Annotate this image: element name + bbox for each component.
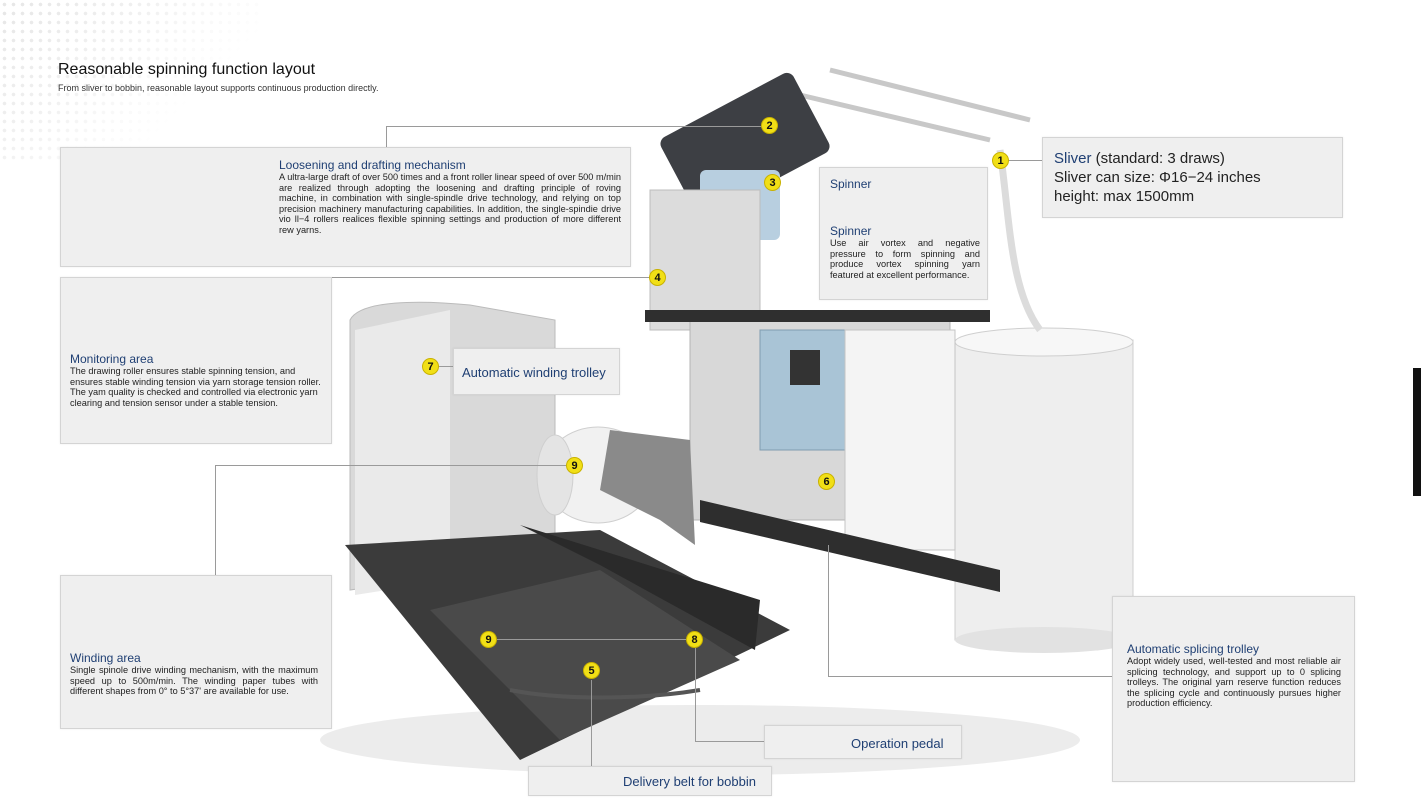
- splicing-trolley-text: Adopt widely used, well-tested and most …: [1127, 656, 1341, 709]
- operation-pedal-label: Operation pedal: [851, 736, 944, 751]
- leader-line-1: [1008, 160, 1044, 161]
- bobbin-end: [536, 434, 574, 516]
- belt-rail: [520, 525, 760, 650]
- winding-area-text: Single spinole drive winding mechanism, …: [70, 665, 318, 697]
- badge-5: 5: [583, 662, 600, 679]
- leader-line-6: [828, 545, 829, 676]
- belt-surface: [430, 570, 740, 740]
- operation-pedal-callout: Operation pedal: [764, 725, 962, 759]
- support-beam: [700, 500, 1000, 592]
- loosening-drafting-callout: Loosening and drafting mechanism A ultra…: [60, 147, 631, 267]
- sliver-can-top: [954, 327, 1134, 357]
- badge-6: 6: [818, 473, 835, 490]
- monitoring-area-title: Monitoring area: [70, 352, 154, 366]
- leader-line-8: [497, 639, 687, 640]
- spinner-label: Spinner: [830, 177, 872, 191]
- top-beam: [645, 310, 990, 322]
- badge-7: 7: [422, 358, 439, 375]
- leader-line-8: [695, 741, 765, 742]
- leader-line-6: [828, 676, 1112, 677]
- badge-9-top: 9: [566, 457, 583, 474]
- spinner-title: Spinner: [830, 224, 872, 238]
- guide-rail: [829, 67, 1031, 123]
- sliver-standard: (standard: 3 draws): [1091, 150, 1225, 167]
- sliver-callout: Sliver (standard: 3 draws) Sliver can si…: [1042, 137, 1343, 218]
- side-cover: [844, 329, 956, 551]
- badge-1: 1: [992, 152, 1009, 169]
- page-subtitle: From sliver to bobbin, reasonable layout…: [58, 83, 379, 93]
- monitoring-area-callout: Monitoring area The drawing roller ensur…: [60, 277, 332, 444]
- page-title: Reasonable spinning function layout: [58, 61, 316, 78]
- leader-line-4: [330, 277, 650, 278]
- sliver-height: height: max 1500mm: [1054, 188, 1195, 205]
- floor-shadow: [320, 705, 1080, 775]
- winding-area-callout: Winding area Single spinole drive windin…: [60, 575, 332, 729]
- leader-line-5: [591, 680, 592, 768]
- splicing-trolley-title: Automatic splicing trolley: [1127, 642, 1260, 656]
- leader-line-8: [695, 648, 696, 741]
- spinner-callout: Spinner Spinner Use air vortex and negat…: [819, 167, 988, 300]
- display-screen: [790, 350, 820, 385]
- leader-line-7: [438, 366, 454, 367]
- winding-trolley-label: Automatic winding trolley: [462, 365, 606, 380]
- leader-line-2: [386, 126, 763, 127]
- badge-2: 2: [761, 117, 778, 134]
- monitoring-area-text: The drawing roller ensures stable spinni…: [70, 366, 321, 408]
- delivery-belt-callout: Delivery belt for bobbin: [528, 766, 772, 796]
- loosening-drafting-title: Loosening and drafting mechanism: [279, 158, 466, 172]
- loosening-drafting-text: A ultra-large draft of over 500 times an…: [279, 172, 621, 235]
- sliver-can-bottom: [955, 627, 1133, 653]
- winding-trolley-callout: Automatic winding trolley: [453, 348, 620, 395]
- badge-4: 4: [649, 269, 666, 286]
- winding-housing-front: [355, 310, 450, 595]
- sliver-can: [954, 339, 1134, 641]
- sliver-tube: [996, 149, 1043, 333]
- leader-line-2: [386, 126, 387, 148]
- edge-tab: [1413, 368, 1421, 496]
- delivery-belt-label: Delivery belt for bobbin: [623, 774, 756, 789]
- badge-8: 8: [686, 631, 703, 648]
- winding-area-title: Winding area: [70, 651, 141, 665]
- drafting-frame: [649, 189, 761, 331]
- badge-3: 3: [764, 174, 781, 191]
- badge-9-bottom: 9: [480, 631, 497, 648]
- sliver-can-size: Sliver can size: Φ16−24 inches: [1054, 169, 1261, 186]
- belt-curve: [509, 688, 701, 700]
- leader-line-9: [215, 465, 567, 466]
- guide-rail: [799, 92, 991, 143]
- sliver-title: Sliver: [1054, 150, 1092, 167]
- bobbin-arm: [600, 430, 695, 545]
- dot-pattern-decoration: [0, 0, 260, 160]
- leader-line-9: [215, 465, 216, 575]
- spinner-text: Use air vortex and negative pressure to …: [830, 238, 980, 280]
- splicing-trolley-callout: Automatic splicing trolley Adopt widely …: [1112, 596, 1355, 782]
